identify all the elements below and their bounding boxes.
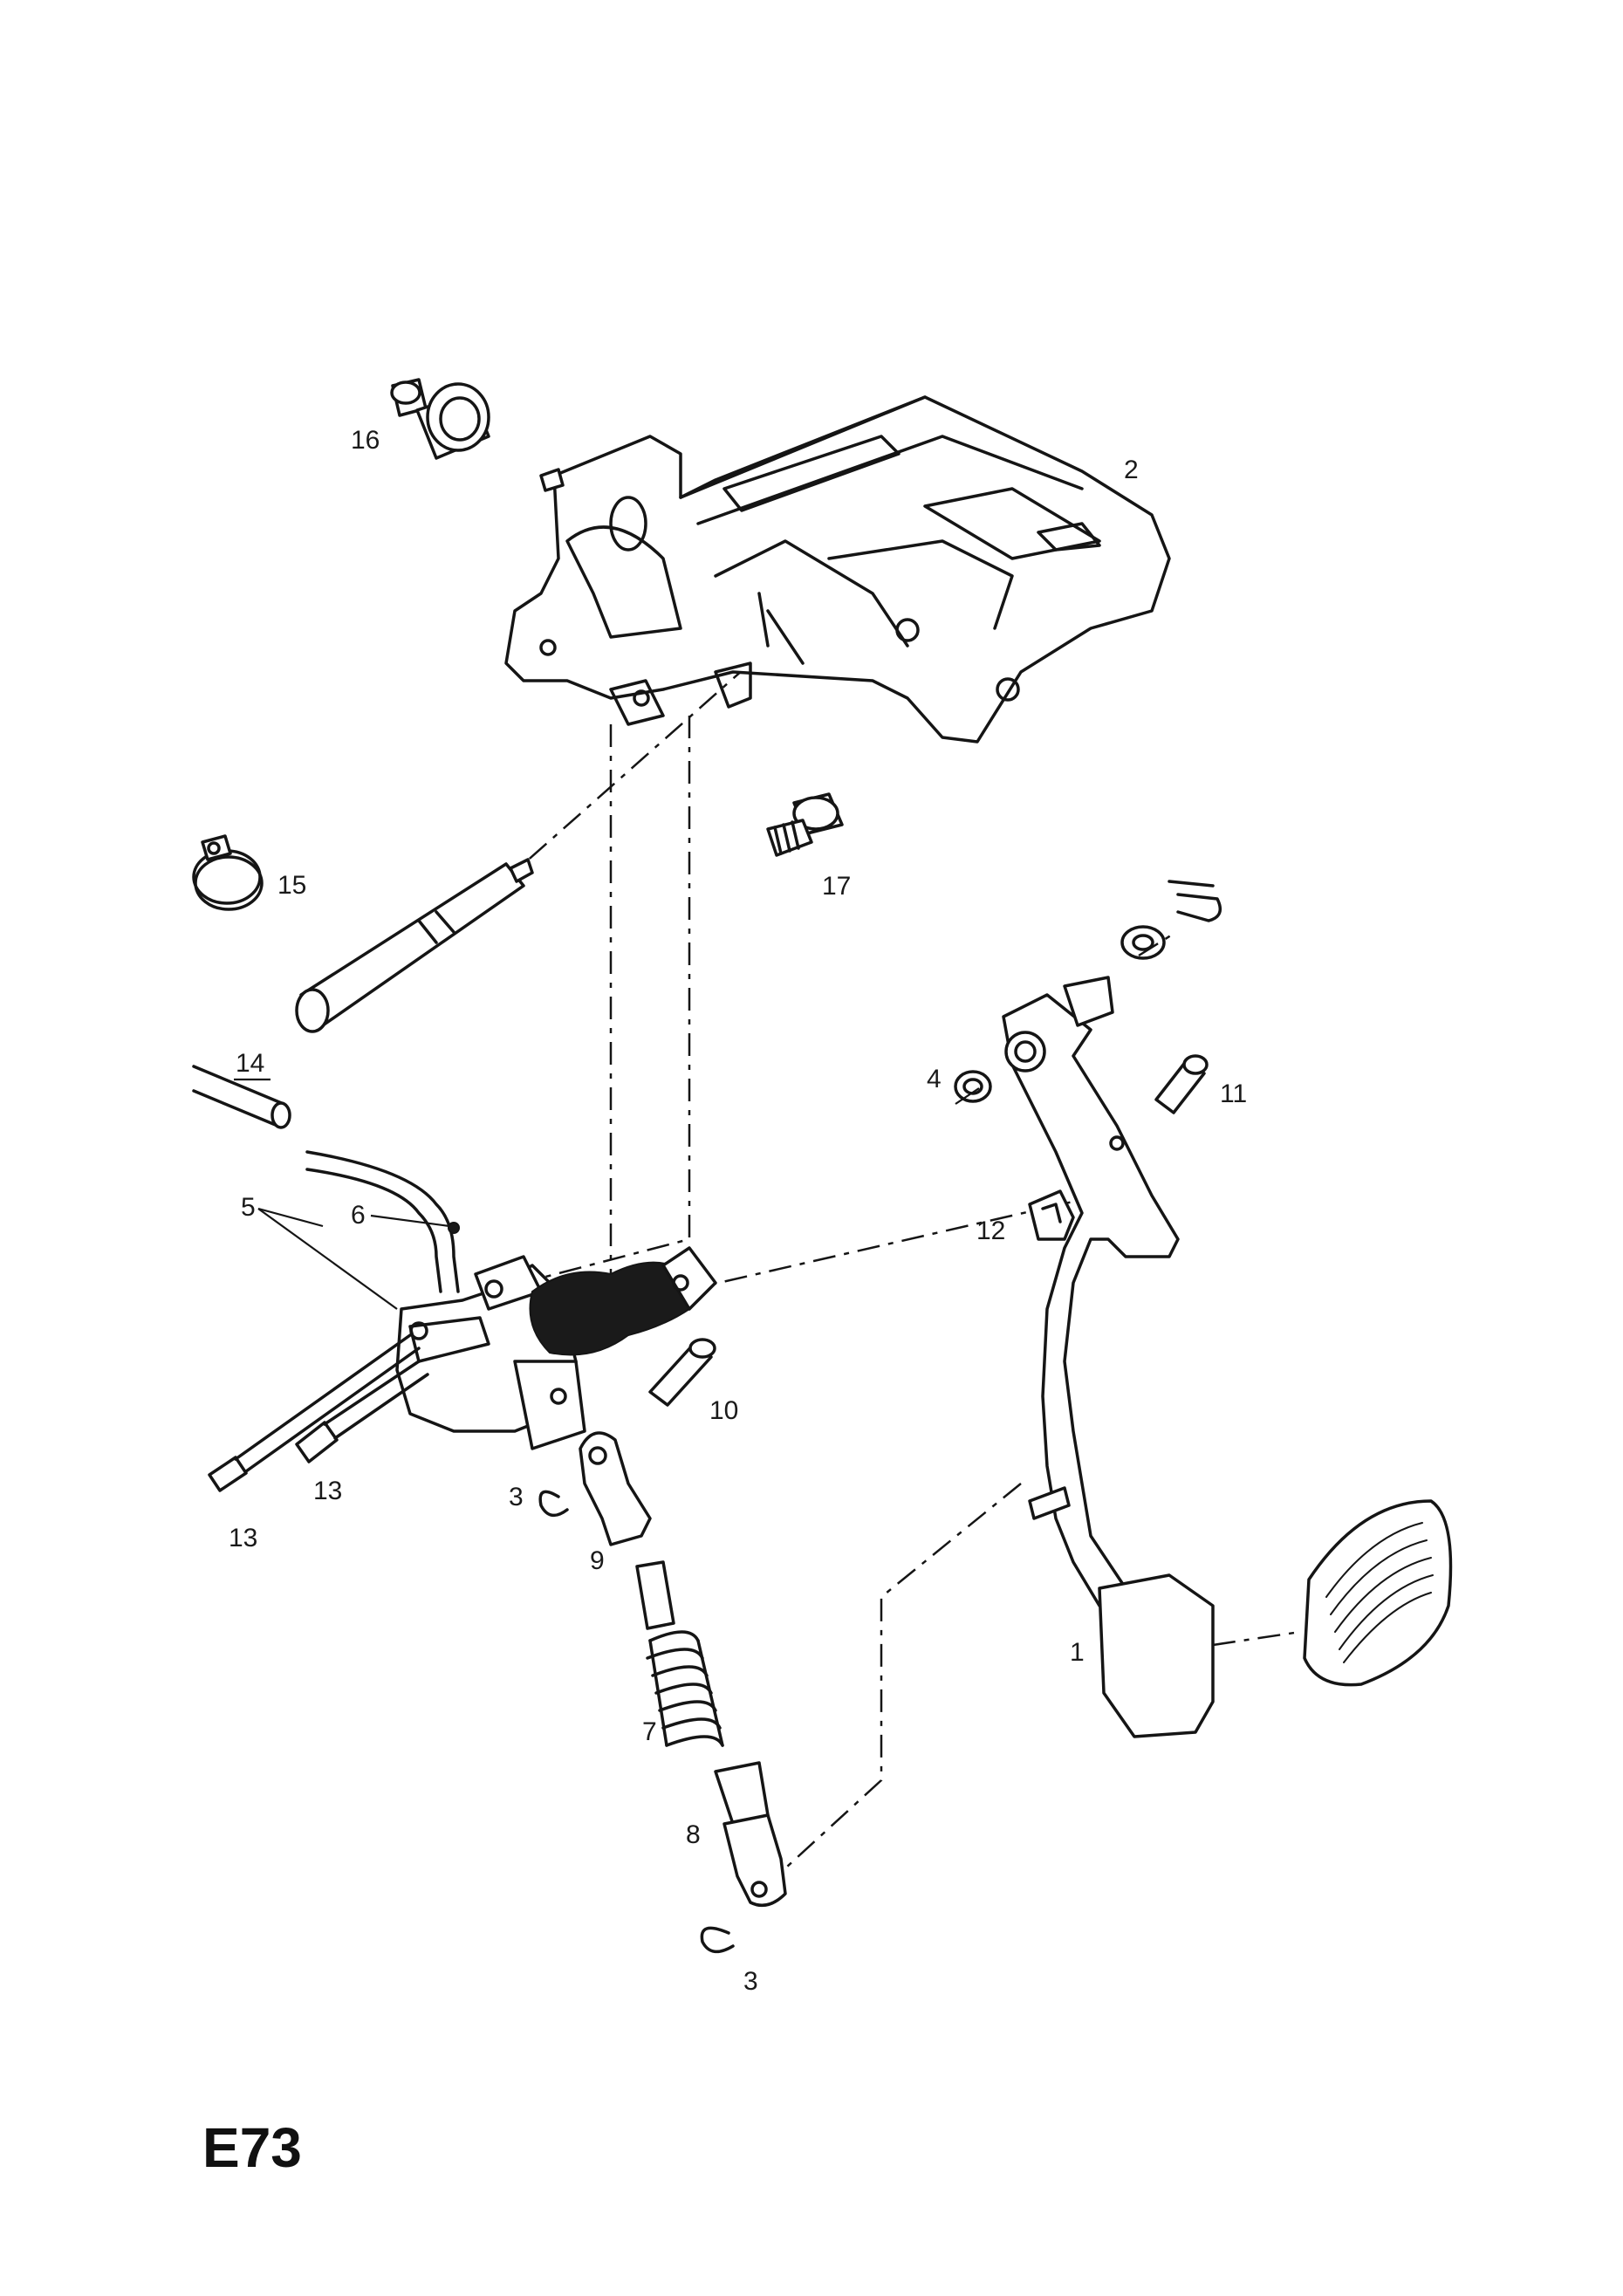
callout-11: 11 — [1220, 1079, 1247, 1108]
part-3-circlips — [538, 1490, 735, 1954]
part-10-clevis-pin — [648, 1338, 716, 1407]
callout-labels: 1 2 3 3 4 5 6 7 8 9 10 11 12 13 13 14 15… — [229, 426, 1247, 1996]
callout-leader-lines — [234, 1078, 980, 1310]
pedal-retaining-washer-and-clip — [1120, 880, 1222, 960]
part-9-push-rod — [579, 1431, 675, 1630]
part-11-bolt — [1154, 1054, 1209, 1114]
part-16-rubber-bump-stop — [390, 378, 490, 460]
part-2-pedal-bracket — [504, 395, 1171, 744]
callout-1: 1 — [1070, 1638, 1085, 1667]
callout-2: 2 — [1124, 456, 1139, 484]
part-15-hose-clip — [192, 834, 264, 911]
callout-3a: 3 — [509, 1483, 524, 1511]
clutch-master-cylinder — [395, 1246, 717, 1450]
callout-5: 5 — [241, 1193, 256, 1222]
callout-13a: 13 — [313, 1477, 342, 1505]
callout-7: 7 — [642, 1717, 657, 1746]
callout-13b: 13 — [229, 1524, 257, 1552]
part-1-clutch-pedal — [1002, 976, 1215, 1738]
callout-3b: 3 — [743, 1967, 758, 1996]
part-6-fluid-feed-pipe — [305, 1150, 460, 1293]
part-7-return-spring — [646, 1630, 724, 1747]
callout-6: 6 — [351, 1201, 366, 1230]
callout-14: 14 — [236, 1049, 264, 1078]
part-14-reservoir-hose — [192, 1065, 291, 1129]
callout-15: 15 — [277, 871, 306, 900]
part-12-clip — [1028, 1189, 1075, 1241]
callout-16: 16 — [351, 426, 380, 455]
part-8-clevis — [714, 1761, 787, 1908]
part-13-screws — [208, 1333, 429, 1492]
callout-8: 8 — [686, 1820, 701, 1849]
pedal-rubber-pad — [1303, 1499, 1453, 1687]
callout-17: 17 — [822, 872, 851, 901]
callout-12: 12 — [976, 1217, 1005, 1245]
callout-9: 9 — [590, 1546, 605, 1575]
diagram-code: E73 — [202, 2116, 302, 2179]
part-4-washer — [954, 1070, 992, 1103]
pedal-pivot-shaft — [295, 858, 534, 1033]
callout-10: 10 — [709, 1396, 738, 1425]
part-17-bolt — [766, 792, 844, 857]
callout-4: 4 — [927, 1065, 942, 1093]
